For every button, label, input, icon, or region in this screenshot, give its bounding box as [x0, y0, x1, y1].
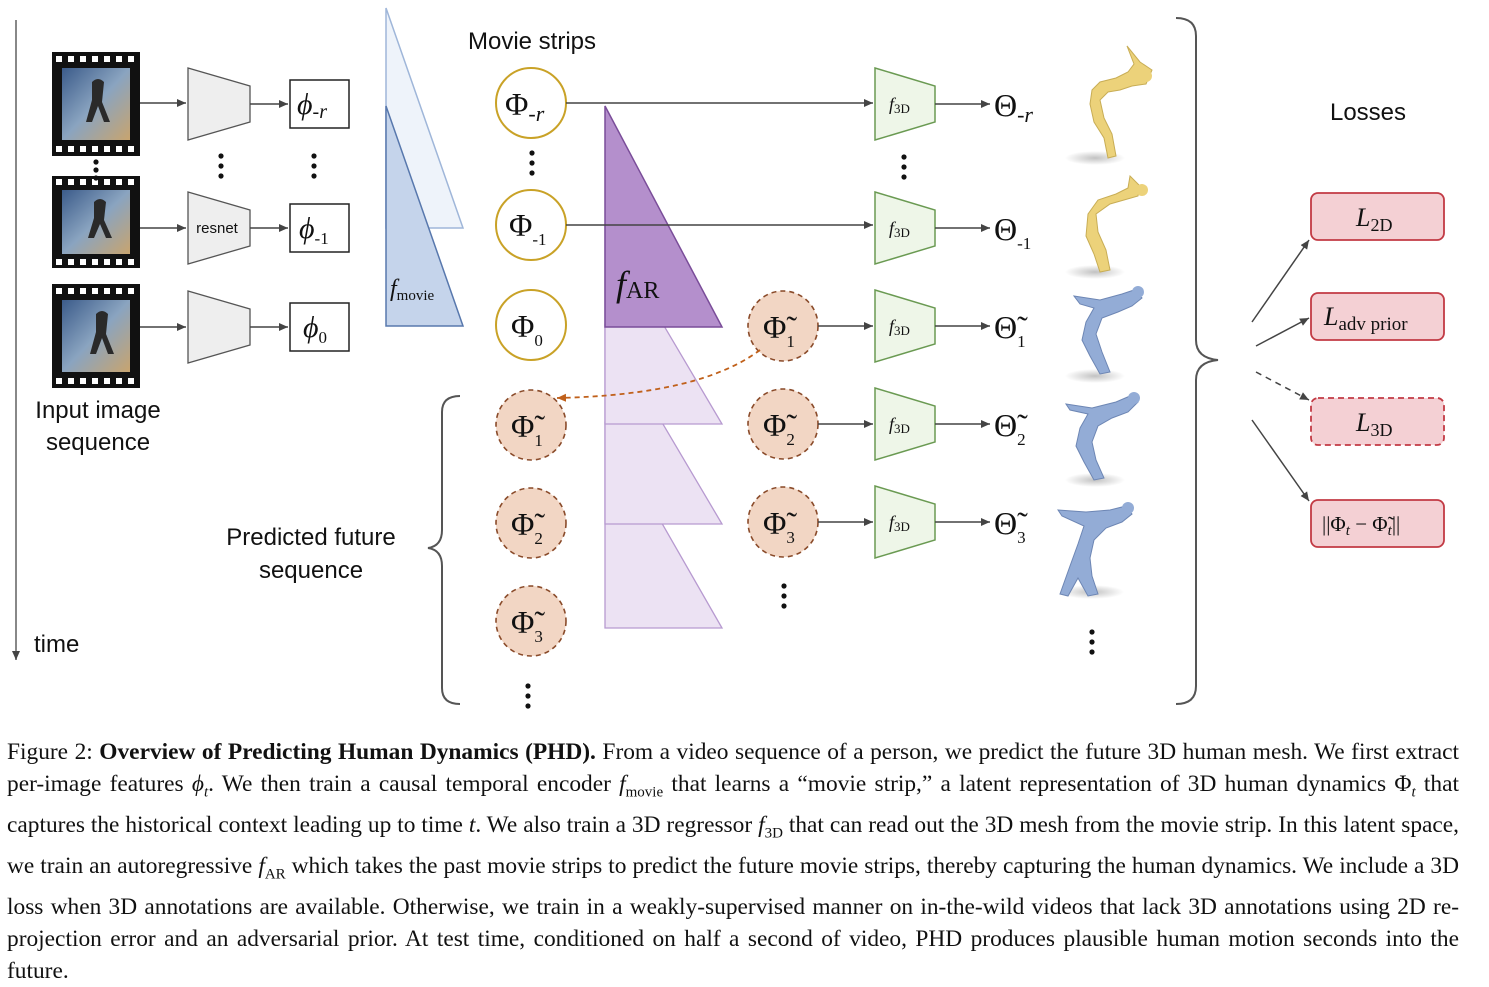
feature-neg-r: ϕ-r: [297, 88, 327, 123]
f-ar-triangle: [604, 105, 724, 328]
f3d-regressor-4: f3D: [874, 386, 936, 462]
svg-text:f3D: f3D: [889, 218, 910, 240]
movie-strip-0: [495, 289, 567, 361]
film-ellipsis: [93, 159, 99, 181]
output-theta-1: Θ̃1: [994, 309, 1028, 351]
f3d-regressor-3: f3D: [874, 288, 936, 364]
predicted-future-label-2: sequence: [259, 557, 363, 584]
feature-neg-1: ϕ-1: [299, 212, 329, 248]
time-label: time: [34, 631, 79, 658]
resnet-encoder-mid: [187, 191, 251, 265]
autoregressive-feedback-arrow: [556, 349, 761, 402]
caption-figure-label: Figure 2:: [7, 739, 93, 765]
resnet-label: resnet: [196, 220, 239, 237]
loss-adv-prior-box: [1310, 292, 1445, 341]
caption-title: Overview of Predicting Human Dynamics (P…: [99, 739, 596, 765]
losses-title: Losses: [1330, 99, 1406, 126]
output-theta-neg-r: Θ-r: [994, 87, 1033, 127]
output-theta-3: Θ̃3: [994, 505, 1028, 547]
loss-latent-box: [1310, 499, 1445, 548]
feature-ellipsis: [311, 153, 317, 179]
feature-0: ϕ0: [303, 311, 327, 347]
movie-strip-neg-r-label: Φ-r: [505, 86, 545, 126]
pred-strip-1: [495, 389, 567, 461]
movie-strip-ellipsis: [529, 150, 535, 176]
mesh-gold-2: [1065, 174, 1148, 279]
movie-strip-neg-1-label: Φ-1: [509, 207, 547, 249]
mesh-gold-1: [1065, 45, 1153, 165]
f-movie-label: fmovie: [390, 276, 435, 304]
loss-2d-box: [1310, 192, 1445, 241]
loss-3d: L3D: [1355, 408, 1392, 440]
figure-caption: Figure 2: Overview of Predicting Human D…: [7, 739, 1460, 985]
output-theta-neg-1: Θ-1: [994, 211, 1031, 253]
resnet-encoder-bottom: [187, 290, 251, 364]
f3d-regressor-2: f3D: [874, 190, 936, 266]
svg-text:f3D: f3D: [889, 512, 910, 534]
loss-latent: ||Φt − Φ̃t||: [1322, 512, 1400, 539]
loss-adv-prior: Ladv prior: [1323, 302, 1408, 335]
encoder-ellipsis: [218, 153, 224, 179]
outputs-brace: [1175, 17, 1219, 705]
loss-2d: L2D: [1355, 203, 1392, 235]
film-frame-mid: [52, 176, 140, 268]
feature-box-neg-1: [289, 203, 350, 253]
f3d-ellipsis: [901, 154, 907, 180]
mesh-ellipsis: [1089, 629, 1095, 655]
pred-strip-ellipsis: [525, 683, 531, 709]
mesh-blue-1: [1065, 286, 1144, 383]
loss-3d-box: [1310, 397, 1445, 446]
predicted-future-brace: [427, 395, 461, 705]
feature-box-0: [289, 302, 350, 352]
mesh-blue-2: [1064, 392, 1140, 487]
pred-strip-3: [495, 585, 567, 657]
input-sequence-label-1: Input image: [35, 397, 160, 424]
f3d-regressor-5: f3D: [874, 484, 936, 560]
film-frame-top: [52, 52, 140, 156]
pred-strip-2: [495, 487, 567, 559]
svg-text:f3D: f3D: [889, 414, 910, 436]
phd-overview-diagram: time Input image sequence: [12, 7, 1445, 709]
pred-right-ellipsis: [781, 583, 787, 609]
input-sequence-label-2: sequence: [46, 429, 150, 456]
movie-strip-0-label: Φ0: [511, 308, 543, 350]
predicted-future-label-1: Predicted future: [226, 524, 395, 551]
movie-strips-title: Movie strips: [468, 28, 596, 55]
f-movie-triangle: [385, 105, 465, 327]
f3d-regressor-1: f3D: [874, 66, 936, 142]
svg-text:f3D: f3D: [889, 94, 910, 116]
svg-text:f3D: f3D: [889, 316, 910, 338]
output-theta-2: Θ̃2: [994, 407, 1028, 449]
resnet-encoder-top: [187, 67, 251, 141]
film-frame-bottom: [52, 284, 140, 388]
feature-box-neg-r: [289, 79, 350, 129]
mesh-blue-3: [1057, 502, 1134, 599]
